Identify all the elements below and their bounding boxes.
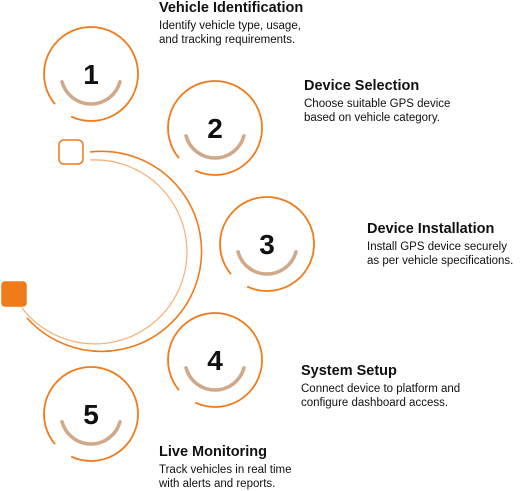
step-3-title: Device Installation: [367, 221, 495, 237]
step-4-number: 4: [207, 345, 223, 376]
step-4-circle: 4: [167, 312, 263, 408]
step-3-inner-arc: [236, 250, 298, 276]
step-2-title: Device Selection: [304, 78, 420, 94]
step-2-description: Choose suitable GPS device based on vehi…: [304, 98, 451, 124]
step-3-text: Device Installation Install GPS device s…: [367, 220, 513, 268]
start-square: [58, 139, 84, 165]
step-5-number: 5: [83, 399, 99, 430]
step-5-description: Track vehicles in real time with alerts …: [159, 464, 292, 490]
step-1-number: 1: [83, 59, 99, 90]
step-1-description: Identify vehicle type, usage, and tracki…: [159, 20, 301, 46]
step-5-text: Live Monitoring Track vehicles in real t…: [159, 443, 292, 491]
connector-arc-outer: [21, 159, 188, 345]
step-4-inner-arc: [184, 366, 246, 392]
end-square: [1, 281, 27, 307]
step-1-text: Vehicle Identification Identify vehicle …: [159, 0, 303, 47]
step-5-title: Live Monitoring: [159, 444, 267, 460]
step-2-number: 2: [207, 113, 223, 144]
step-4-description: Connect device to platform and configure…: [301, 383, 461, 409]
step-2-ring: [167, 80, 263, 176]
step-3-description: Install GPS device securely as per vehic…: [367, 241, 514, 267]
step-5-ring: [43, 366, 139, 462]
step-4-text: System Setup Connect device to platform …: [301, 362, 460, 410]
step-1-ring: [43, 26, 139, 122]
connector-arc: [26, 150, 203, 353]
step-2-inner-arc: [184, 134, 246, 160]
step-2-circle: 2: [167, 80, 263, 176]
step-1-title: Vehicle Identification: [159, 0, 304, 16]
step-2-text: Device Selection Choose suitable GPS dev…: [304, 77, 450, 125]
step-3-ring: [219, 196, 315, 292]
step-5-inner-arc: [60, 420, 122, 446]
step-4-title: System Setup: [301, 363, 397, 379]
step-3-number: 3: [259, 229, 275, 260]
step-3-circle: 3: [219, 196, 315, 292]
step-5-circle: 5: [43, 366, 139, 462]
step-1-inner-arc: [60, 80, 122, 106]
step-1-circle: 1: [43, 26, 139, 122]
step-4-ring: [167, 312, 263, 408]
